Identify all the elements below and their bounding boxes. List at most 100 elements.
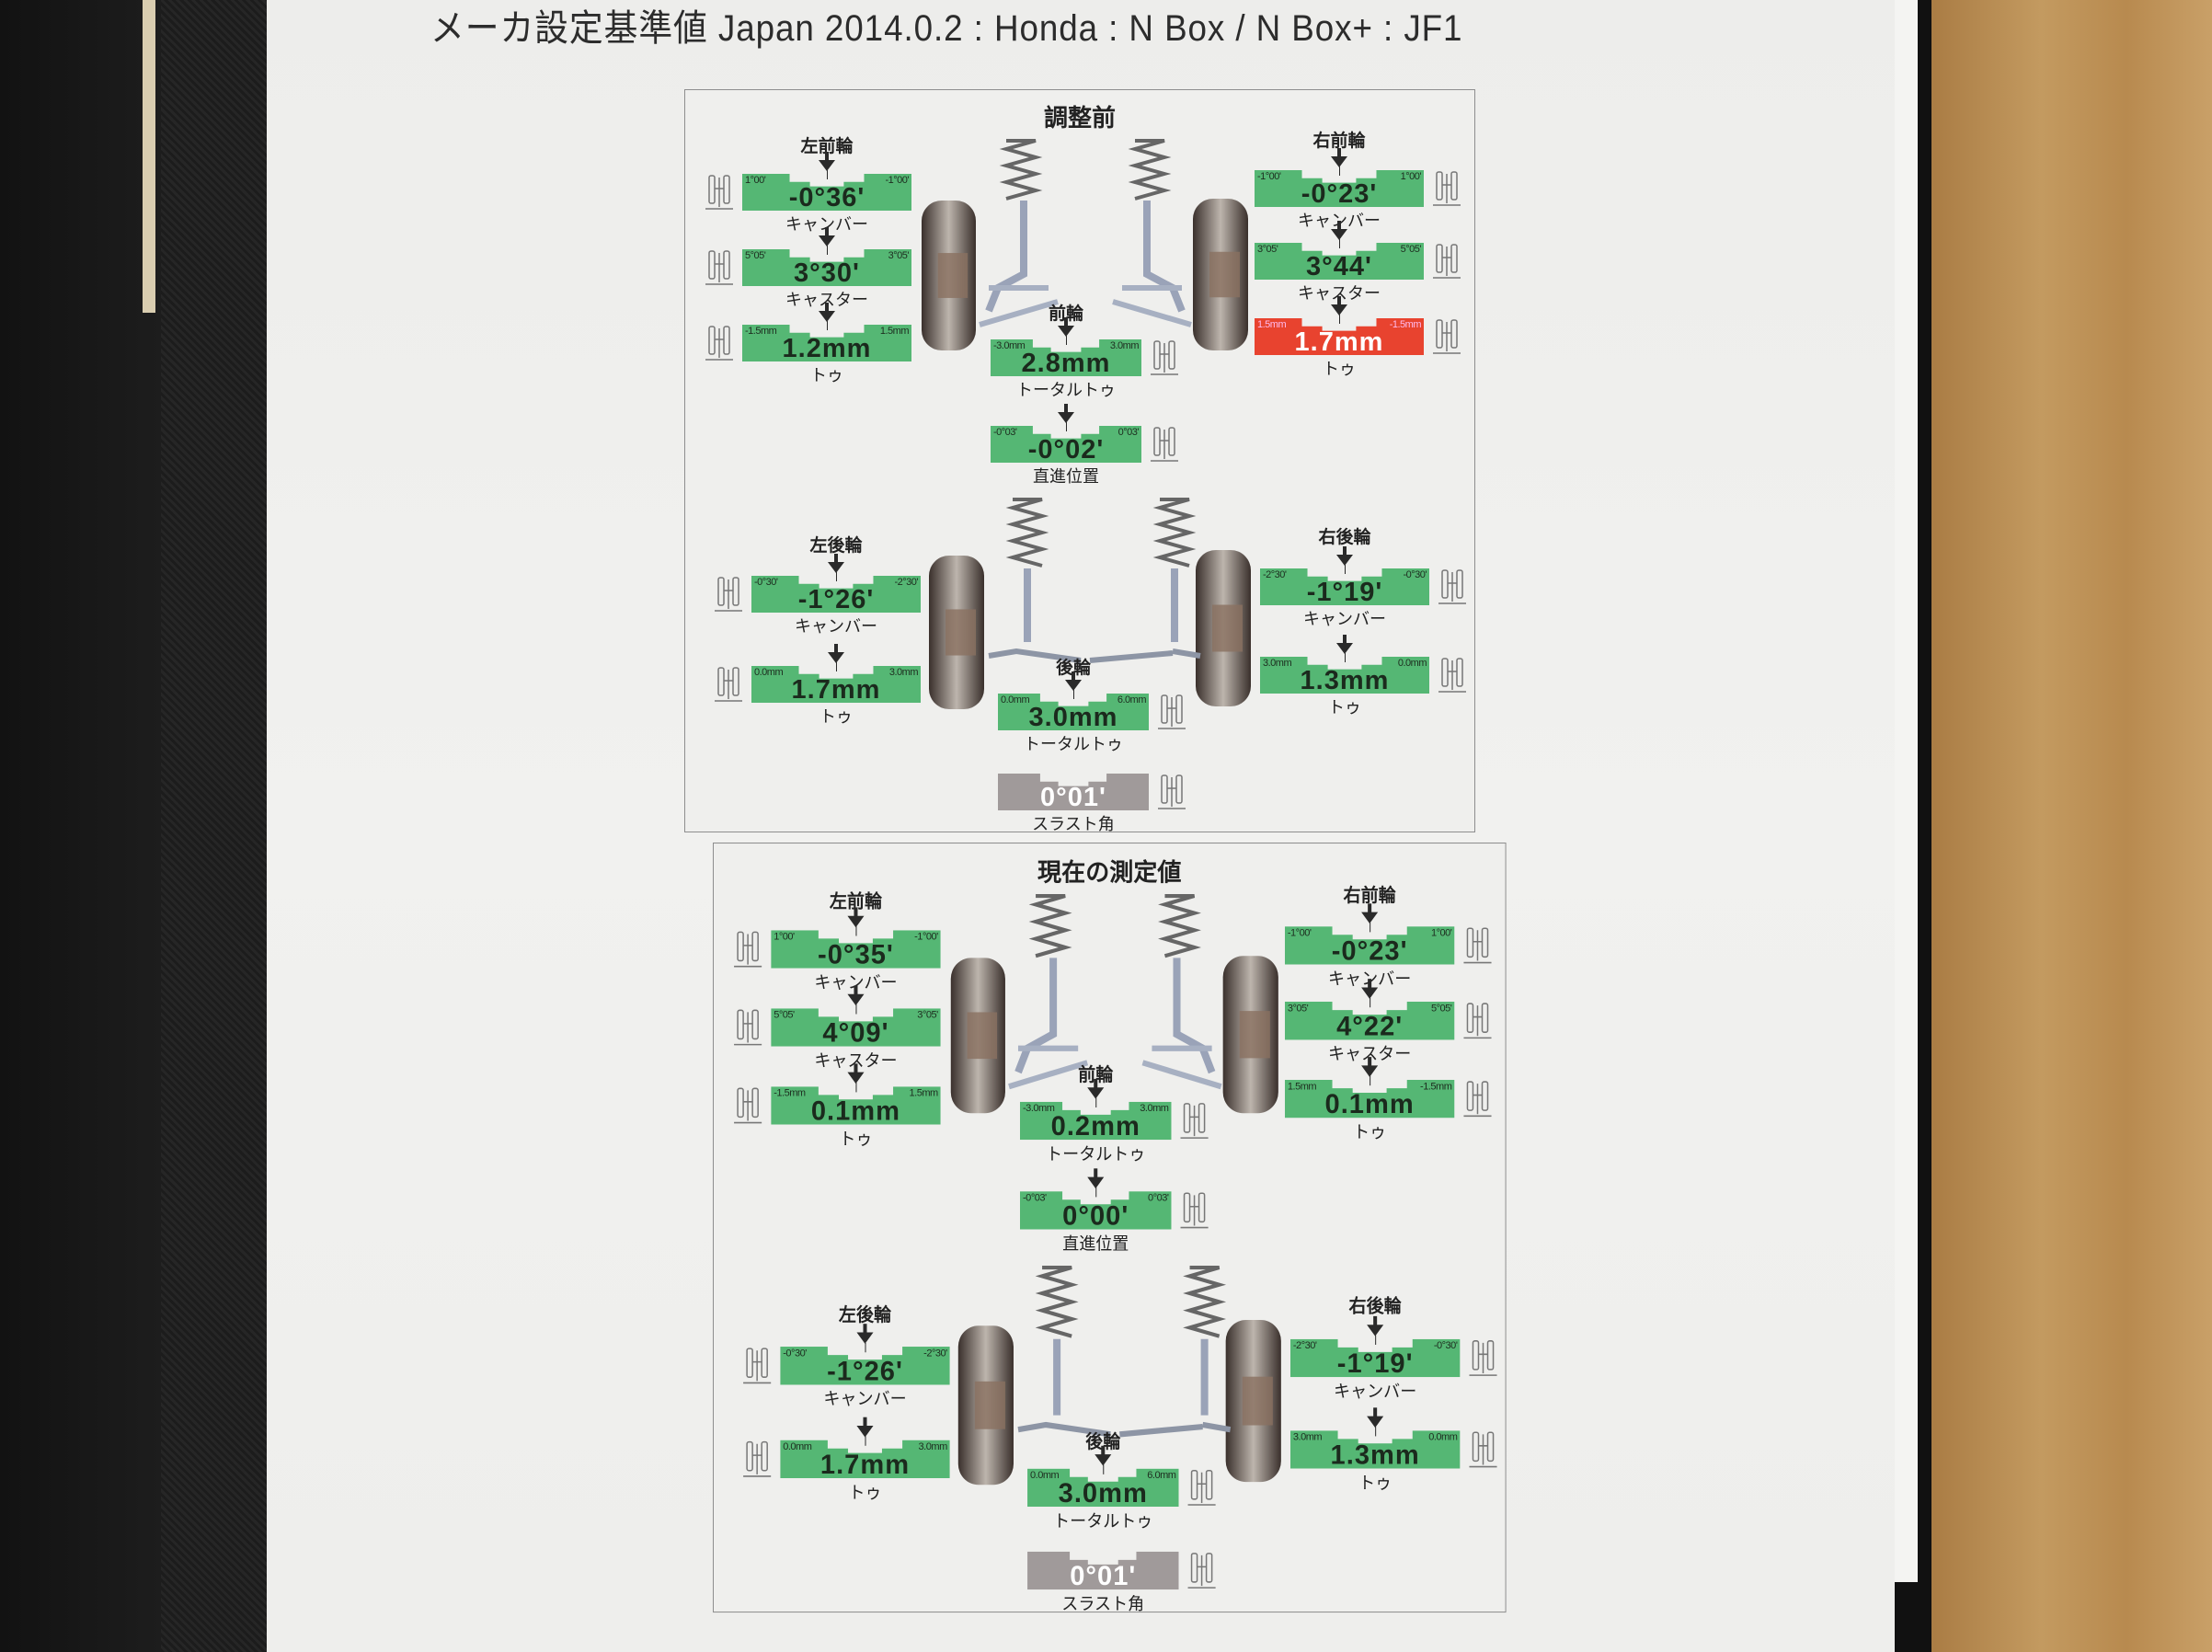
arrow-down-icon (1065, 671, 1082, 699)
gauge-value: 4°09' (822, 1017, 889, 1049)
gauge-front-right-camber: -1°00'1°00'-0°23'キャンバー (1255, 148, 1461, 231)
gauge-caption: トゥ (1353, 1122, 1387, 1143)
gauge-value: 1.2mm (782, 334, 872, 363)
wheel-diagram-icon (1179, 1187, 1210, 1232)
arrow-down-icon (1087, 1168, 1105, 1198)
gauge-max: 6.0mm (1117, 694, 1147, 706)
gauge-caption: スラスト角 (1061, 1594, 1145, 1615)
gauge-value: -1°26' (797, 585, 875, 614)
gauge-max: 0.0mm (1397, 658, 1427, 669)
gauge-min: 0.0mm (1001, 694, 1030, 706)
gauge-front-left-camber: 1°00'-1°00'-0°35'キャンバー (734, 907, 941, 993)
wheel-group-label: 左後輪 (809, 535, 863, 556)
arrow-down-icon (1331, 296, 1347, 324)
gauge-min: 1.5mm (1257, 319, 1287, 330)
gauge-rear-right-camber: -2°30'-0°30'-1°19'キャンバー (1260, 546, 1466, 629)
gauge-caption: トータルトゥ (1024, 735, 1123, 754)
gauge-front-total-straight: -0°03'0°03'0°00'直進位置 (1019, 1168, 1209, 1255)
gauge-value: 2.8mm (1021, 349, 1111, 378)
suspension-illustration (950, 893, 1281, 1486)
arrow-down-icon (847, 985, 865, 1015)
gauge-min: -1°00' (1257, 171, 1281, 182)
gauge-max: -2°30' (923, 1348, 947, 1359)
gauge-max: -1°00' (885, 175, 909, 186)
gauge-min: 1.5mm (1287, 1081, 1317, 1093)
arrow-down-icon (856, 1324, 874, 1353)
gauge-caption: キャンバー (1303, 610, 1386, 629)
gauge-caption: トゥ (1323, 360, 1356, 379)
wheel-diagram-icon (713, 572, 744, 614)
gauge-min: -0°30' (754, 577, 778, 588)
arrow-down-icon (1336, 546, 1353, 574)
arrow-down-icon (1367, 1315, 1384, 1345)
arrow-down-icon (1331, 148, 1347, 176)
gauge-value: 1.3mm (1300, 666, 1390, 695)
arrow-down-icon (1361, 979, 1379, 1008)
binder-leather (161, 0, 271, 1652)
gauge-max: 6.0mm (1147, 1469, 1176, 1482)
gauge-caption: キャスター (785, 291, 868, 310)
arrow-down-icon (847, 1063, 865, 1093)
wheel-diagram-icon (1186, 1548, 1218, 1592)
wheel-diagram-icon (1461, 923, 1493, 967)
gauge-max: 3.0mm (888, 667, 919, 678)
gauge-min: 1°00' (774, 931, 795, 943)
wheel-diagram-icon (704, 321, 735, 363)
arrow-down-icon (828, 644, 844, 671)
gauge-value: -0°23' (1331, 935, 1408, 967)
gauge-rear-left-camber: -0°30'-2°30'-1°26'キャンバー (743, 1324, 950, 1409)
gauge-max: 1°00' (1430, 927, 1452, 939)
gauge-caption: キャスター (814, 1050, 898, 1072)
gauge-rear-left-camber: -0°30'-2°30'-1°26'キャンバー (715, 554, 921, 637)
arrow-down-icon (1361, 903, 1379, 933)
binder-edge (0, 0, 161, 1652)
gauge-value: 1.7mm (1294, 327, 1384, 357)
gauge-front-right-camber: -1°00'1°00'-0°23'キャンバー (1284, 903, 1492, 990)
wheel-group-label: 右後輪 (1318, 527, 1371, 547)
arrow-down-icon (819, 227, 835, 255)
gauge-value: 3°30' (794, 258, 860, 288)
arrow-down-icon (1331, 221, 1347, 248)
gauge-max: 0°03' (1148, 1192, 1169, 1204)
gauge-value: 0°01' (1070, 1561, 1137, 1592)
gauge-max: -1.5mm (1420, 1081, 1452, 1093)
gauge-caption: トゥ (810, 366, 843, 385)
gauge-max: -0°30' (1403, 569, 1427, 580)
arrow-down-icon (1361, 1057, 1379, 1086)
gauge-value: -1°19' (1306, 578, 1383, 607)
wheel-group-label: 左後輪 (838, 1304, 892, 1326)
wheel-group-label: 前輪 (1078, 1064, 1114, 1086)
wheel-diagram-icon (1431, 315, 1462, 357)
suspension-illustration (922, 139, 1251, 709)
gauge-caption: スラスト角 (1032, 815, 1115, 834)
gauge-max: 1.5mm (909, 1087, 939, 1099)
gauge-value: 0.2mm (1050, 1111, 1140, 1142)
wheel-diagram-icon (1149, 336, 1180, 378)
wheel-diagram-icon (1431, 166, 1462, 209)
gauge-max: 1.5mm (879, 326, 910, 337)
gauge-caption: トータルトゥ (1016, 381, 1116, 400)
panel-title: 調整前 (1043, 105, 1116, 132)
gauge-min: -3.0mm (993, 340, 1026, 351)
gauge-min: -1.5mm (774, 1087, 806, 1099)
wheel-diagram-icon (1461, 998, 1493, 1042)
arrow-down-icon (1367, 1407, 1384, 1437)
gauge-max: 3.0mm (1140, 1102, 1169, 1115)
gauge-caption: キャスター (1298, 284, 1381, 304)
gauge-min: 5°05' (774, 1009, 795, 1021)
gauge-value: 0°00' (1062, 1200, 1129, 1232)
gauge-max: 3.0mm (918, 1440, 948, 1453)
gauge-caption: 直進位置 (1062, 1233, 1129, 1255)
gauge-front-left-camber: 1°00'-1°00'-0°36'キャンバー (705, 152, 911, 235)
gauge-value: -0°23' (1301, 179, 1378, 209)
gauge-min: -0°03' (993, 427, 1017, 438)
gauge-min: 5°05' (745, 250, 766, 261)
arrow-down-icon (819, 152, 835, 179)
gauge-value: 0.1mm (1324, 1089, 1415, 1120)
